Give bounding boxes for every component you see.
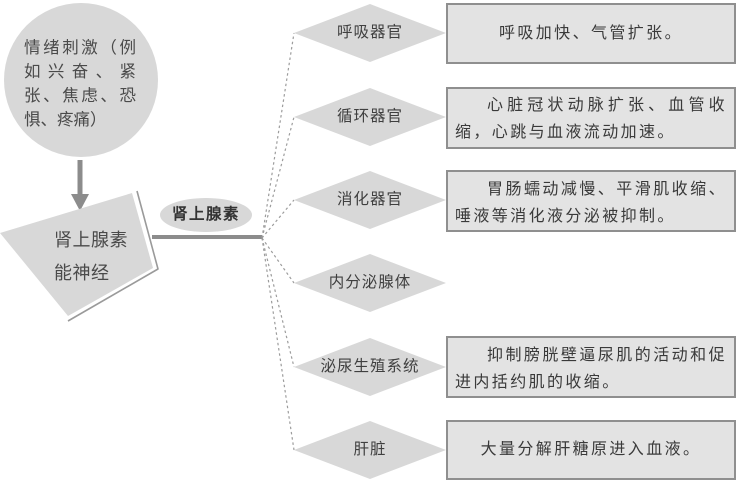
organ-diamond-liver (294, 421, 446, 479)
organ-label-respiratory: 呼吸器官 (336, 24, 403, 41)
organ-diamond-respiratory (294, 4, 446, 62)
organ-diamond-endocrine (294, 254, 446, 312)
dashed-link-circulatory (261, 116, 295, 239)
effect-box-respiratory (446, 3, 736, 64)
organ-label-urogenital: 泌尿生殖系统 (320, 358, 420, 375)
organ-diamond-urogenital (294, 338, 446, 396)
organ-label-liver: 肝脏 (353, 441, 387, 458)
effect-boxes (446, 3, 736, 480)
dashed-link-liver (261, 237, 295, 451)
arrow-down-icon (71, 194, 89, 211)
stimulus-label: 情绪刺激（例如兴奋、紧张、焦虑、恐惧、疼痛） (24, 39, 136, 129)
organ-diamonds (294, 4, 446, 479)
organ-diamond-digestive (294, 171, 446, 229)
organ-label-digestive: 消化器官 (336, 191, 403, 208)
stimulus-circle (4, 3, 158, 157)
nerve-shape-outline (67, 190, 159, 322)
dashed-links (261, 32, 295, 451)
hormone-ellipse (160, 198, 252, 232)
organ-diamond-circulatory (294, 88, 446, 146)
hormone-label: 肾上腺素 (171, 206, 240, 223)
nerve-label: 肾上腺素能神经 (54, 230, 128, 283)
effect-text-circulatory: 心脏冠状动脉扩张、血管收缩，心跳与血液流动加速。 (455, 97, 727, 141)
effect-text-respiratory: 呼吸加快、气管扩张。 (498, 25, 683, 42)
dashed-link-endocrine (261, 237, 295, 284)
organ-label-circulatory: 循环器官 (336, 108, 403, 125)
effect-box-liver (446, 420, 736, 480)
organ-label-endocrine: 内分泌腺体 (328, 274, 412, 291)
effect-box-urogenital (446, 336, 736, 398)
effect-box-digestive (446, 170, 736, 232)
effect-box-circulatory (446, 87, 736, 149)
effect-text-digestive: 胃肠蠕动减慢、平滑肌收缩、唾液等消化液分泌被抑制。 (455, 181, 727, 225)
nerve-shape (0, 193, 153, 316)
effect-text-urogenital: 抑制膀胱壁逼尿肌的活动和促进内括约肌的收缩。 (455, 347, 727, 391)
dashed-link-urogenital (261, 237, 295, 368)
effect-text-liver: 大量分解肝糖原进入血液。 (480, 441, 702, 458)
